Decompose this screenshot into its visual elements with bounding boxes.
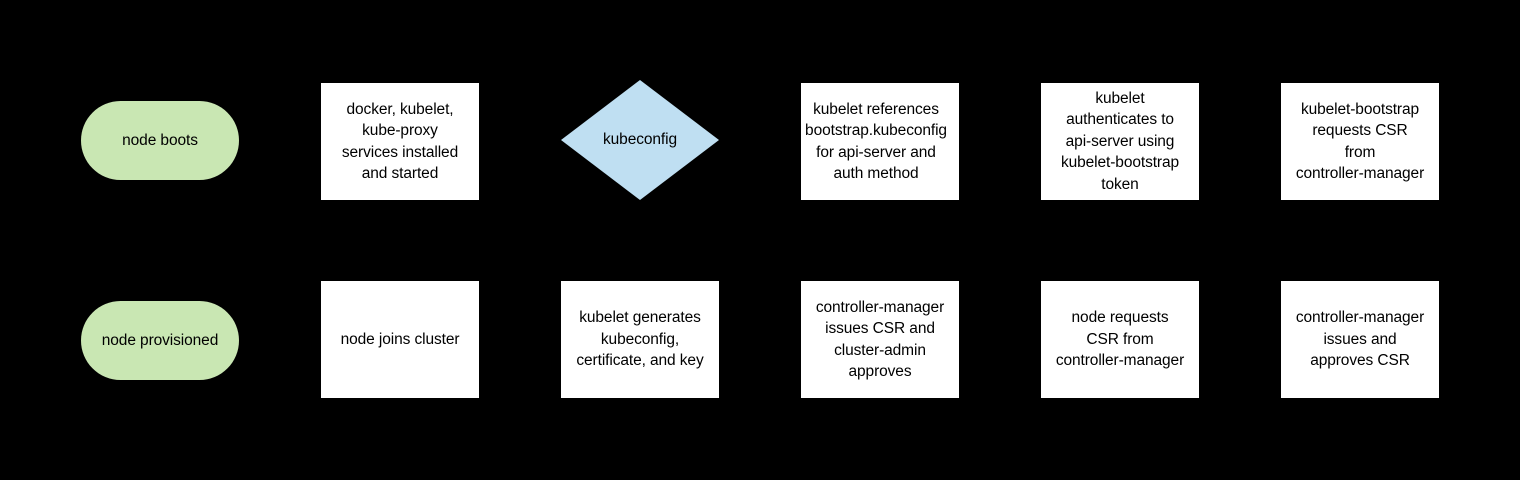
flow-node-label: node joins cluster	[340, 330, 460, 348]
flow-node-label: kubelet authenticates to api-server usin…	[1060, 89, 1180, 193]
flow-node-kubeconfig-decision[interactable]: kubeconfig	[561, 80, 719, 200]
flow-node-label: kubelet references bootstrap.kubeconfig …	[805, 100, 947, 183]
flow-node-label: controller-manager issues CSR and cluste…	[815, 298, 945, 381]
flow-node-kubelet-authenticates[interactable]: kubelet authenticates to api-server usin…	[1041, 83, 1199, 200]
flow-node-controller-manager-issues-approves[interactable]: controller-manager issues and approves C…	[1281, 281, 1439, 398]
flow-node-services-installed[interactable]: docker, kubelet, kube-proxy services ins…	[321, 83, 479, 200]
flow-node-kubelet-references-bootstrap[interactable]: kubelet references bootstrap.kubeconfig …	[801, 83, 959, 200]
flow-node-label: controller-manager issues and approves C…	[1295, 309, 1425, 370]
flow-node-label: node requests CSR from controller-manage…	[1055, 309, 1185, 370]
flow-node-label: node boots	[122, 131, 198, 149]
flow-node-node-joins-cluster[interactable]: node joins cluster	[321, 281, 479, 398]
flow-node-label: kubelet generates kubeconfig, certificat…	[576, 309, 704, 370]
flow-node-label: kubeconfig	[603, 131, 677, 149]
flow-node-label: node provisioned	[101, 331, 219, 349]
flow-node-controller-manager-issues-csr[interactable]: controller-manager issues CSR and cluste…	[801, 281, 959, 398]
flow-node-label: kubelet-bootstrap requests CSR from cont…	[1295, 100, 1425, 183]
flow-node-kubelet-generates-kubeconfig[interactable]: kubelet generates kubeconfig, certificat…	[561, 281, 719, 398]
flow-node-label: docker, kubelet, kube-proxy services ins…	[341, 100, 459, 183]
flow-node-node-provisioned[interactable]: node provisioned	[81, 301, 239, 380]
flow-node-node-boots[interactable]: node boots	[81, 101, 239, 180]
flow-node-kubelet-bootstrap-requests-csr[interactable]: kubelet-bootstrap requests CSR from cont…	[1281, 83, 1439, 200]
flow-node-node-requests-csr[interactable]: node requests CSR from controller-manage…	[1041, 281, 1199, 398]
